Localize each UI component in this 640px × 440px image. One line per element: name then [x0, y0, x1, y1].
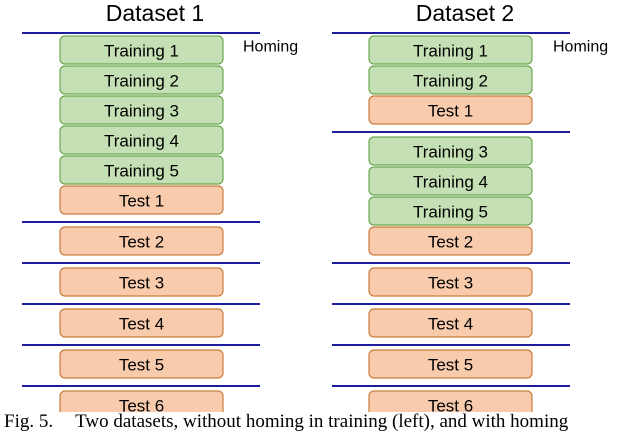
training-box-training-4 [368, 166, 533, 196]
dataset-1-title: Dataset 1 [106, 0, 204, 26]
training-box-training-2 [368, 65, 533, 95]
test-box-test-6 [368, 390, 533, 412]
box-label-training-3: Training 3 [104, 102, 179, 121]
homing-label: Homing [553, 39, 608, 56]
figure-caption-text: Two datasets, without homing in training… [75, 411, 569, 432]
box-label-test-1: Test 1 [428, 102, 473, 121]
dataset-2-title: Dataset 2 [416, 0, 514, 26]
test-box-test-6 [59, 390, 224, 412]
box-label-training-4: Training 4 [413, 173, 488, 192]
box-label-test-5: Test 5 [119, 356, 164, 375]
training-box-training-2 [59, 65, 224, 95]
box-label-training-5: Training 5 [413, 203, 488, 222]
box-label-test-1: Test 1 [119, 192, 164, 211]
homing-label: Homing [243, 39, 298, 56]
box-label-test-2: Test 2 [119, 233, 164, 252]
test-box-test-5 [59, 349, 224, 379]
box-label-training-2: Training 2 [413, 72, 488, 91]
test-box-test-4 [59, 308, 224, 338]
test-box-test-5 [368, 349, 533, 379]
dataset-2-column: Dataset 2 Homing Training 1 Training 2 Test … [332, 0, 608, 412]
dataset-homing-diagram: Dataset 1 Homing Training 1 Training 2 Train… [22, 0, 608, 412]
box-label-test-2: Test 2 [428, 233, 473, 252]
box-label-test-5: Test 5 [428, 356, 473, 375]
training-box-training-1 [59, 35, 224, 65]
box-label-test-3: Test 3 [428, 274, 473, 293]
test-box-test-3 [368, 267, 533, 297]
figure-caption: Fig. 5. Two datasets, without homing in t… [4, 411, 638, 433]
box-label-training-5: Training 5 [104, 162, 179, 181]
box-label-test-4: Test 4 [119, 315, 164, 334]
figure-caption-label: Fig. 5. [4, 411, 54, 432]
training-box-training-4 [59, 125, 224, 155]
box-label-test-6: Test 6 [428, 397, 473, 413]
box-label-test-6: Test 6 [119, 397, 164, 413]
dataset-1-column: Dataset 1 Homing Training 1 Training 2 Train… [22, 0, 298, 412]
test-box-test-3 [59, 267, 224, 297]
box-label-training-3: Training 3 [413, 143, 488, 162]
test-box-test-2 [59, 226, 224, 256]
training-box-training-1 [368, 35, 533, 65]
training-box-training-5 [368, 196, 533, 226]
box-label-training-1: Training 1 [104, 42, 179, 61]
test-box-test-1 [59, 185, 224, 215]
box-label-training-2: Training 2 [104, 72, 179, 91]
box-label-test-3: Test 3 [119, 274, 164, 293]
box-label-training-1: Training 1 [413, 42, 488, 61]
test-box-test-1 [368, 95, 533, 125]
training-box-training-3 [59, 95, 224, 125]
box-label-training-4: Training 4 [104, 132, 179, 151]
test-box-test-4 [368, 308, 533, 338]
test-box-test-2 [368, 226, 533, 256]
training-box-training-5 [59, 155, 224, 185]
training-box-training-3 [368, 136, 533, 166]
box-label-test-4: Test 4 [428, 315, 473, 334]
